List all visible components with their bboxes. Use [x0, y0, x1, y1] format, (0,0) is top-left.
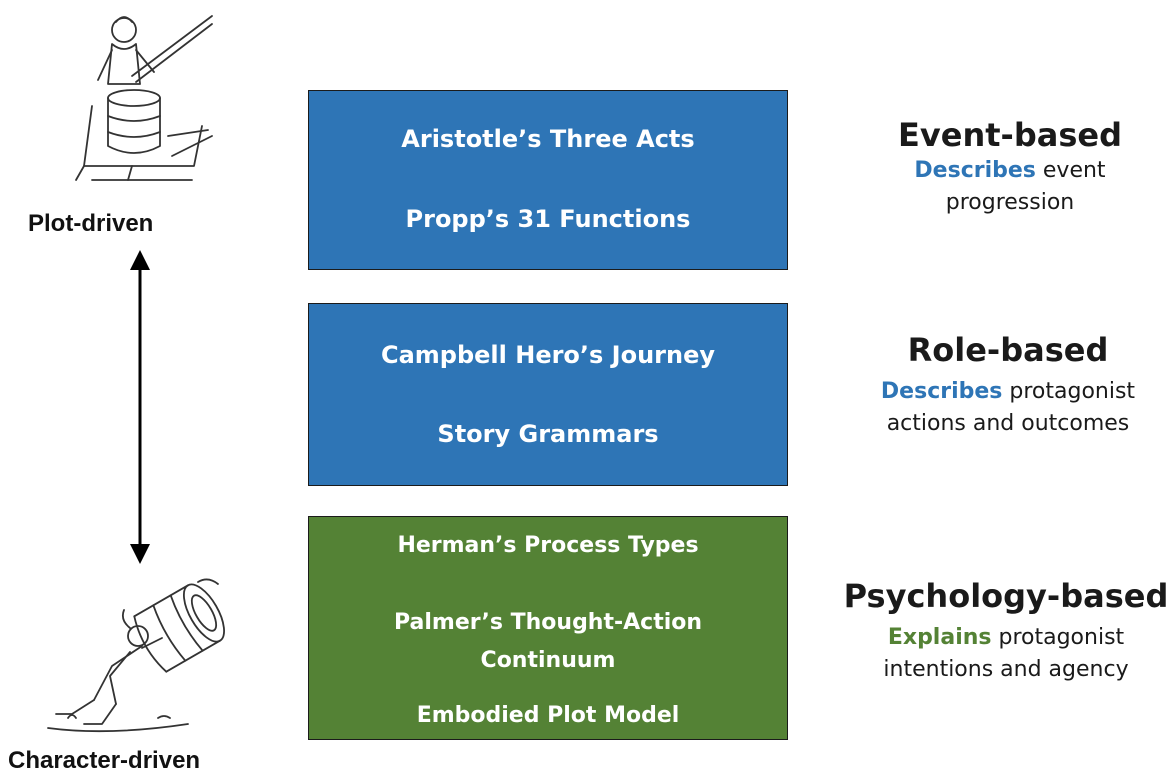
category-description: Describes event progression	[860, 155, 1160, 219]
model-label: Herman’s Process Types	[397, 533, 699, 558]
category-event-based: Event-based Describes event progression	[860, 115, 1160, 219]
psychology-based-models-box: Herman’s Process Types Palmer’s Thought-…	[308, 516, 788, 740]
event-based-models-box: Aristotle’s Three Acts Propp’s 31 Functi…	[308, 90, 788, 270]
model-label: Continuum	[480, 648, 616, 673]
model-label: Story Grammars	[437, 420, 659, 448]
model-label: Propp’s 31 Functions	[405, 205, 691, 233]
plot-driven-label: Plot-driven	[28, 210, 154, 237]
model-label: Aristotle’s Three Acts	[401, 125, 695, 153]
figure-pulling-barrel-icon	[75, 15, 213, 181]
category-desc-text: actions and outcomes	[886, 411, 1130, 436]
category-role-based: Role-based Describes protagonist actions…	[840, 330, 1176, 440]
category-psychology-based: Psychology-based Explains protagonist in…	[836, 576, 1176, 686]
figure-pushing-barrel-icon	[47, 578, 225, 733]
model-label: Campbell Hero’s Journey	[380, 341, 716, 369]
double-headed-arrow-icon	[130, 250, 150, 564]
category-description: Explains protagonist intentions and agen…	[836, 622, 1176, 686]
category-desc-text: protagonist	[991, 625, 1125, 650]
category-title: Role-based	[907, 331, 1109, 369]
category-keyword: Describes	[880, 379, 1003, 404]
category-title: Psychology-based	[843, 577, 1169, 615]
category-keyword: Explains	[887, 625, 992, 650]
category-desc-text: event	[1035, 158, 1106, 183]
category-description: Describes protagonist actions and outcom…	[840, 376, 1176, 440]
category-desc-text: progression	[945, 190, 1075, 215]
model-label: Palmer’s Thought-Action	[393, 610, 703, 635]
model-label: Embodied Plot Model	[416, 703, 680, 728]
category-title: Event-based	[898, 116, 1122, 154]
category-keyword: Describes	[914, 158, 1036, 183]
character-driven-label: Character-driven	[8, 747, 201, 774]
category-desc-text: protagonist	[1002, 379, 1136, 404]
role-based-models-box: Campbell Hero’s Journey Story Grammars	[308, 303, 788, 486]
category-desc-text: intentions and agency	[883, 657, 1129, 682]
